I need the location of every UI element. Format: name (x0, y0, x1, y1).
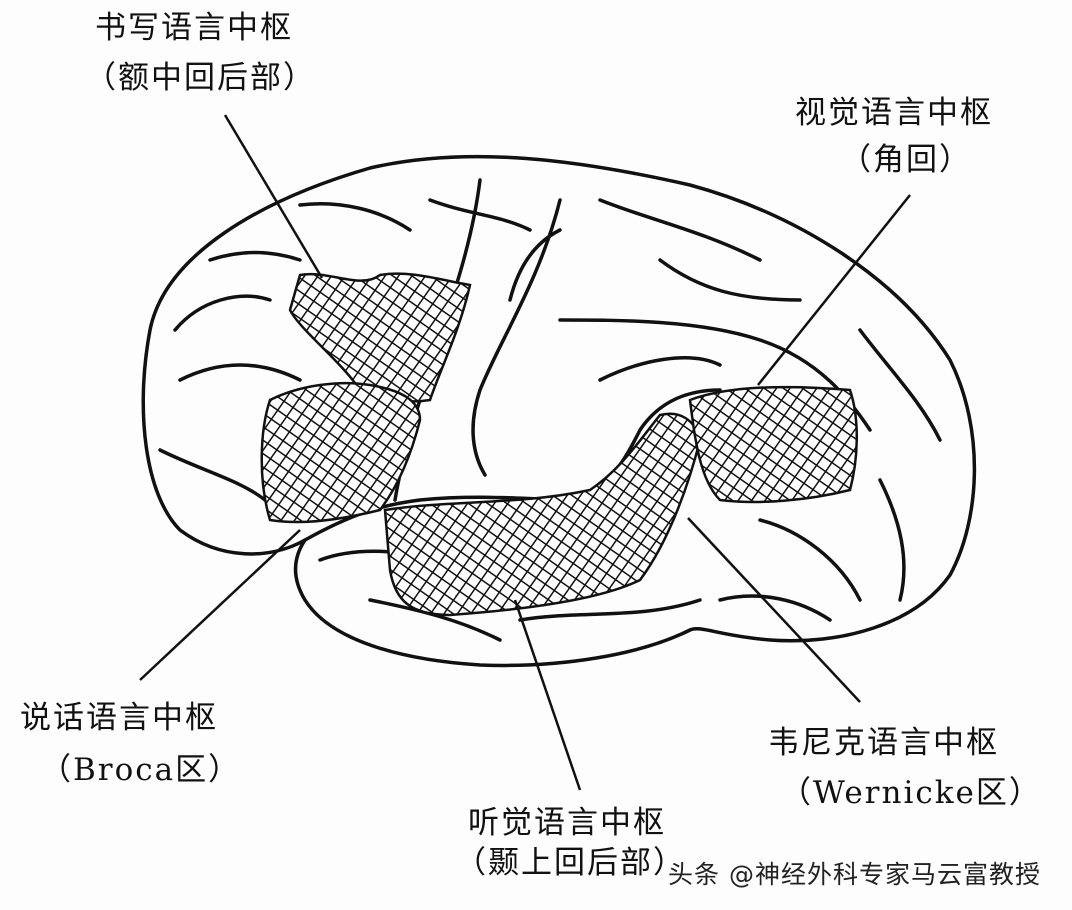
writing-center-title: 书写语言中枢 (95, 10, 293, 46)
watermark: 头条 @神经外科专家马云富教授 (668, 860, 1041, 889)
auditory-center-region (383, 412, 702, 617)
wernicke-center-location: （Wernicke区） (780, 775, 1042, 811)
auditory-leader-line (513, 599, 582, 791)
writing-center-location: （额中回后部） (85, 60, 316, 96)
visual-center-title: 视觉语言中枢 (795, 95, 993, 131)
wernicke-region (688, 385, 859, 504)
auditory-center-location: （颞上回后部） (455, 845, 686, 881)
writing-center-region (288, 272, 472, 403)
wernicke-leader-line (687, 517, 861, 703)
speech-leader-line (139, 529, 301, 681)
auditory-center-title: 听觉语言中枢 (468, 805, 666, 841)
speech-center-title: 说话语言中枢 (20, 700, 218, 736)
speech-center-location: （Broca区） (40, 752, 242, 788)
visual-center-location: （角回） (840, 142, 972, 178)
broca-region (260, 381, 422, 524)
writing-leader-line (223, 114, 324, 279)
visual-leader-line (757, 194, 911, 386)
wernicke-center-title: 韦尼克语言中枢 (768, 725, 999, 761)
